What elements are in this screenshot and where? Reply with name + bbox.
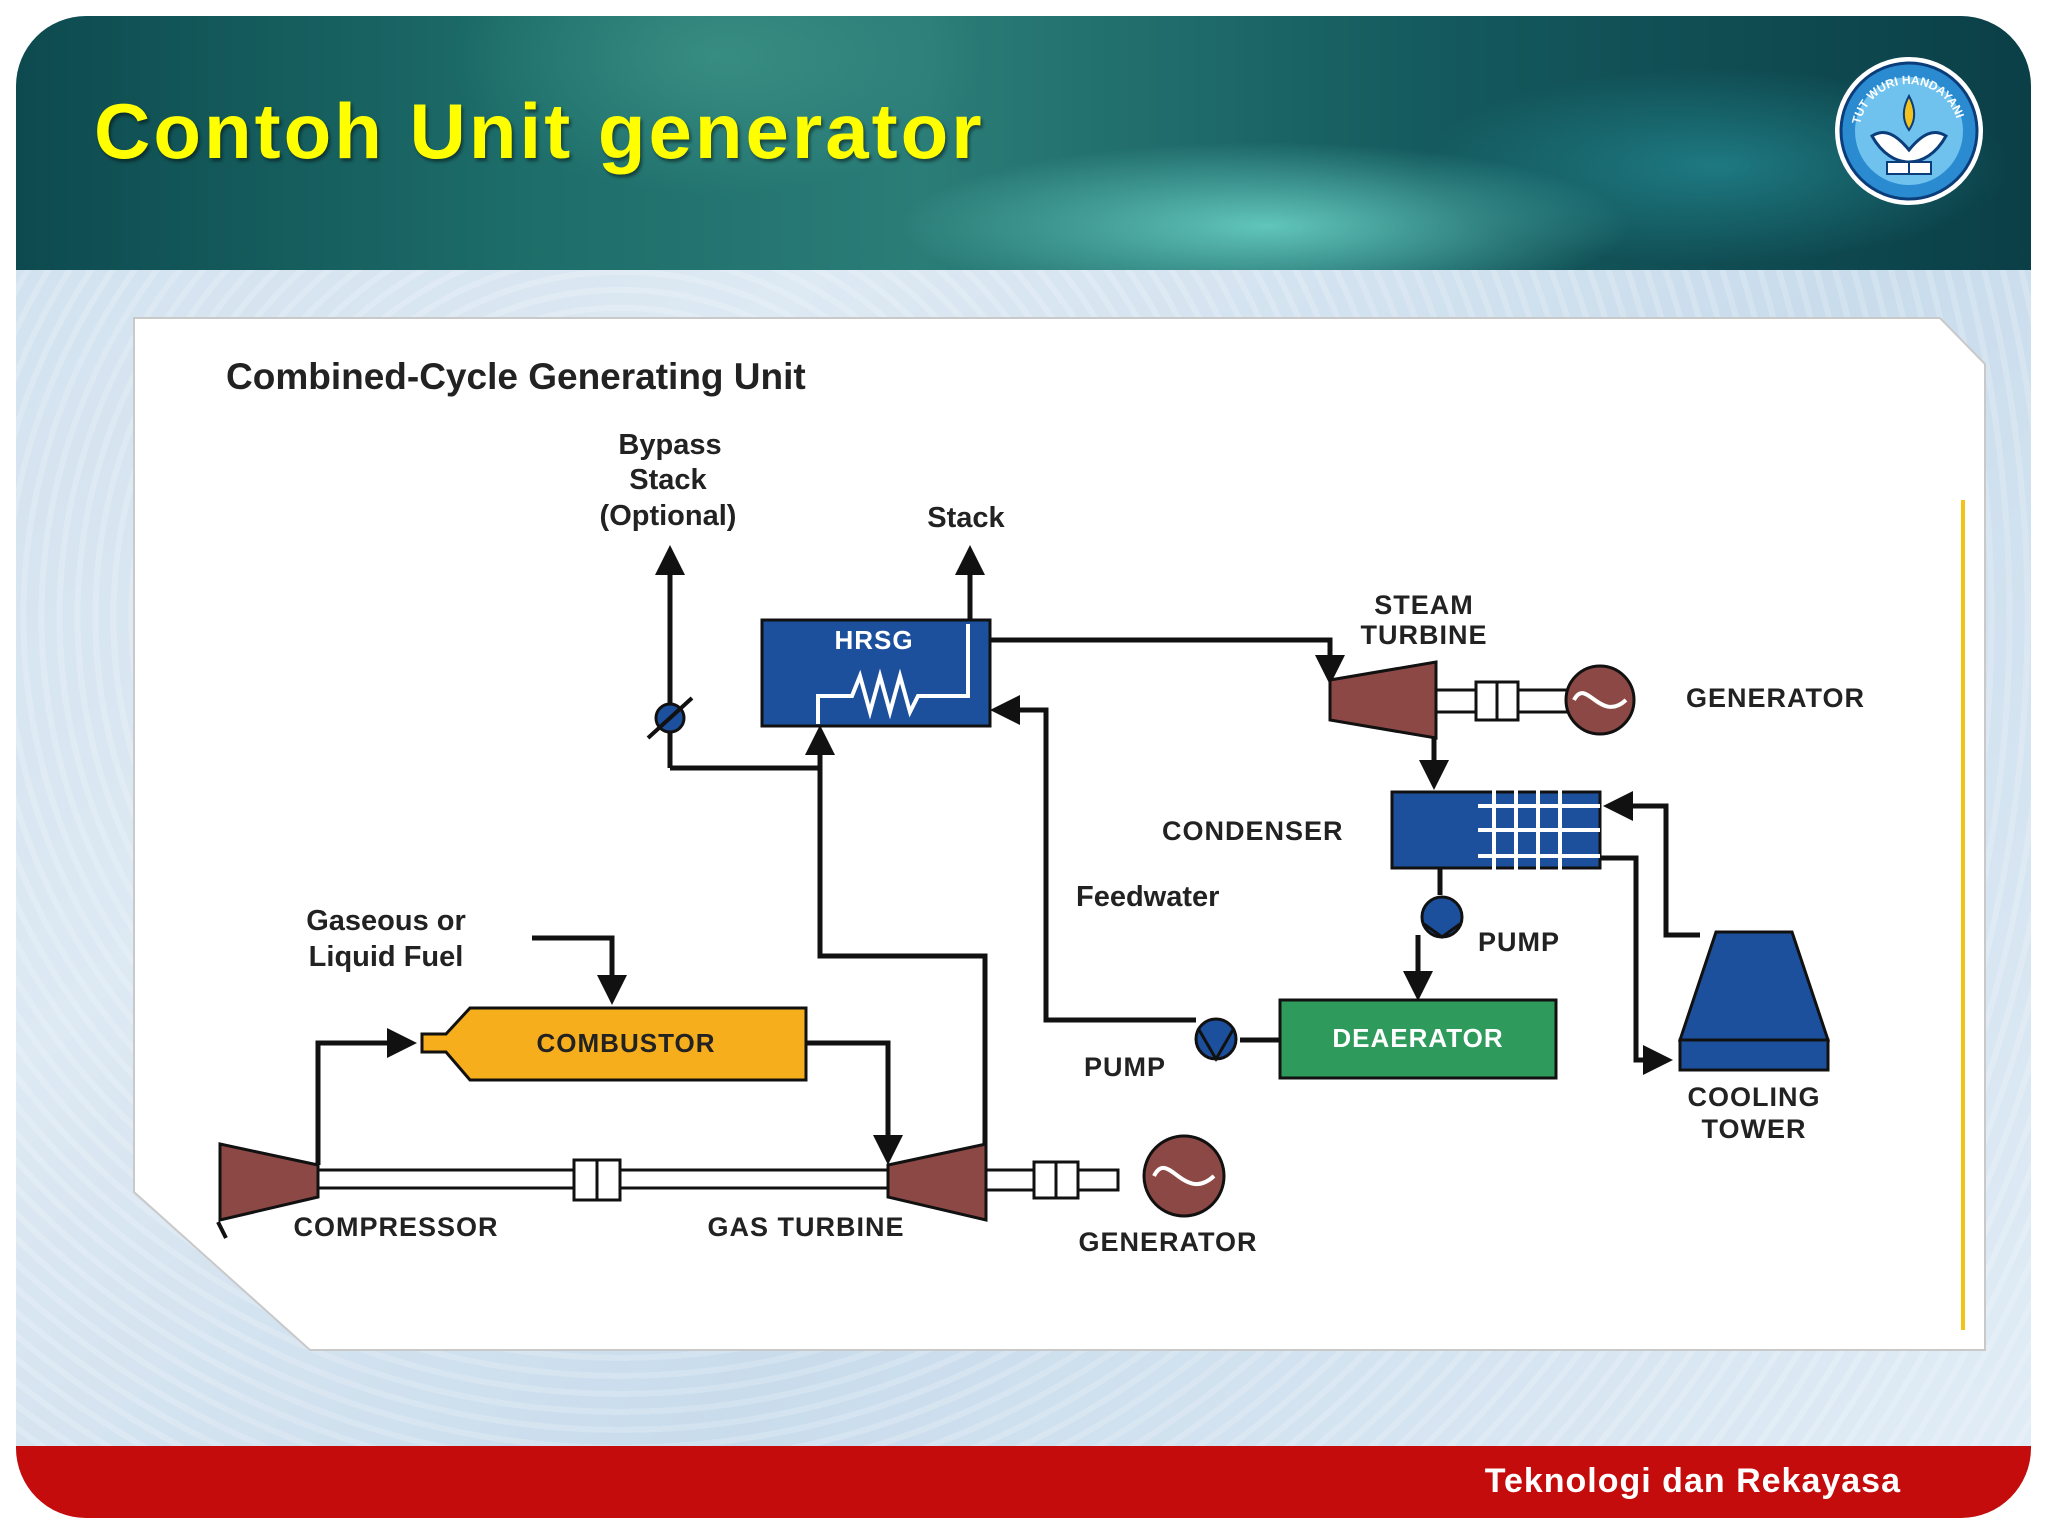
generator-bottom-shaft bbox=[984, 1160, 1120, 1200]
steam-to-turbine-flow bbox=[990, 637, 1345, 685]
steam-turbine-label-1: STEAM bbox=[1374, 590, 1474, 620]
deaerator-label: DEAERATOR bbox=[1332, 1023, 1503, 1053]
hrsg-label: HRSG bbox=[834, 625, 913, 655]
feedwater-label: Feedwater bbox=[1076, 881, 1219, 913]
gas-turbine-icon bbox=[886, 1142, 988, 1222]
condenser-tubes-icon bbox=[1478, 778, 1600, 882]
footer-bar: Teknologi dan Rekayasa bbox=[16, 1446, 2031, 1518]
gas-shaft bbox=[316, 1158, 890, 1202]
combustor-to-turbine-flow bbox=[806, 1040, 903, 1165]
cooling-tower-label-1: COOLING bbox=[1688, 1082, 1821, 1112]
header-banner bbox=[16, 16, 2031, 270]
feed-pump-icon bbox=[1194, 1017, 1238, 1062]
fuel-label-2: Liquid Fuel bbox=[309, 941, 464, 973]
hrsg-box bbox=[760, 618, 992, 728]
generator-bottom-icon bbox=[1142, 1134, 1226, 1218]
diagram-title: Combined-Cycle Generating Unit bbox=[226, 356, 806, 397]
steam-turbine-icon bbox=[1328, 660, 1438, 740]
steam-shaft-coupling bbox=[1434, 680, 1570, 722]
bypass-damper-icon bbox=[646, 696, 694, 740]
generator-top-icon bbox=[1564, 664, 1636, 736]
hrsg-coil-icon bbox=[816, 624, 970, 724]
bypass-stack-label-1: Bypass bbox=[618, 429, 721, 461]
cooling-supply-flow bbox=[1600, 855, 1673, 1075]
combustor-box bbox=[420, 1006, 808, 1082]
compressor-inlet-mark bbox=[216, 1221, 228, 1239]
condensate-pump-icon bbox=[1420, 895, 1464, 939]
deaerator-box bbox=[1278, 998, 1558, 1080]
slide-title: Contoh Unit generator bbox=[94, 87, 985, 175]
cooling-tower-icon bbox=[1677, 930, 1831, 1072]
fuel-flow bbox=[532, 935, 627, 1005]
compressor-icon bbox=[218, 1142, 320, 1222]
combustor-label: COMBUSTOR bbox=[537, 1028, 716, 1058]
bypass-stack-label-2: Stack bbox=[629, 464, 707, 496]
compressor-to-combustor-flow bbox=[315, 1028, 417, 1165]
gas-turbine-label: GAS TURBINE bbox=[707, 1212, 904, 1242]
cooling-return-flow bbox=[1603, 791, 1700, 938]
cooling-tower-label-2: TOWER bbox=[1702, 1114, 1807, 1144]
compressor-label: COMPRESSOR bbox=[293, 1212, 498, 1242]
pump-deaerator-label: PUMP bbox=[1084, 1052, 1166, 1082]
bypass-stack-label-3: (Optional) bbox=[600, 500, 737, 532]
condenser-label: CONDENSER bbox=[1162, 816, 1344, 846]
steam-turbine-label-2: TURBINE bbox=[1361, 620, 1488, 650]
fuel-label-1: Gaseous or bbox=[306, 905, 466, 937]
generator-top-label: GENERATOR bbox=[1686, 683, 1865, 713]
diagram-panel bbox=[133, 317, 1986, 1351]
pump-condenser-label: PUMP bbox=[1478, 927, 1560, 957]
feedwater-flow bbox=[990, 695, 1196, 1023]
exhaust-to-hrsg-flow bbox=[805, 725, 988, 1172]
generator-bottom-label: GENERATOR bbox=[1078, 1227, 1257, 1257]
tut-wuri-handayani-logo: TUT WURI HANDAYANI bbox=[1835, 57, 1983, 205]
footer-text: Teknologi dan Rekayasa bbox=[1484, 1462, 1901, 1500]
stack-label: Stack bbox=[927, 502, 1005, 534]
